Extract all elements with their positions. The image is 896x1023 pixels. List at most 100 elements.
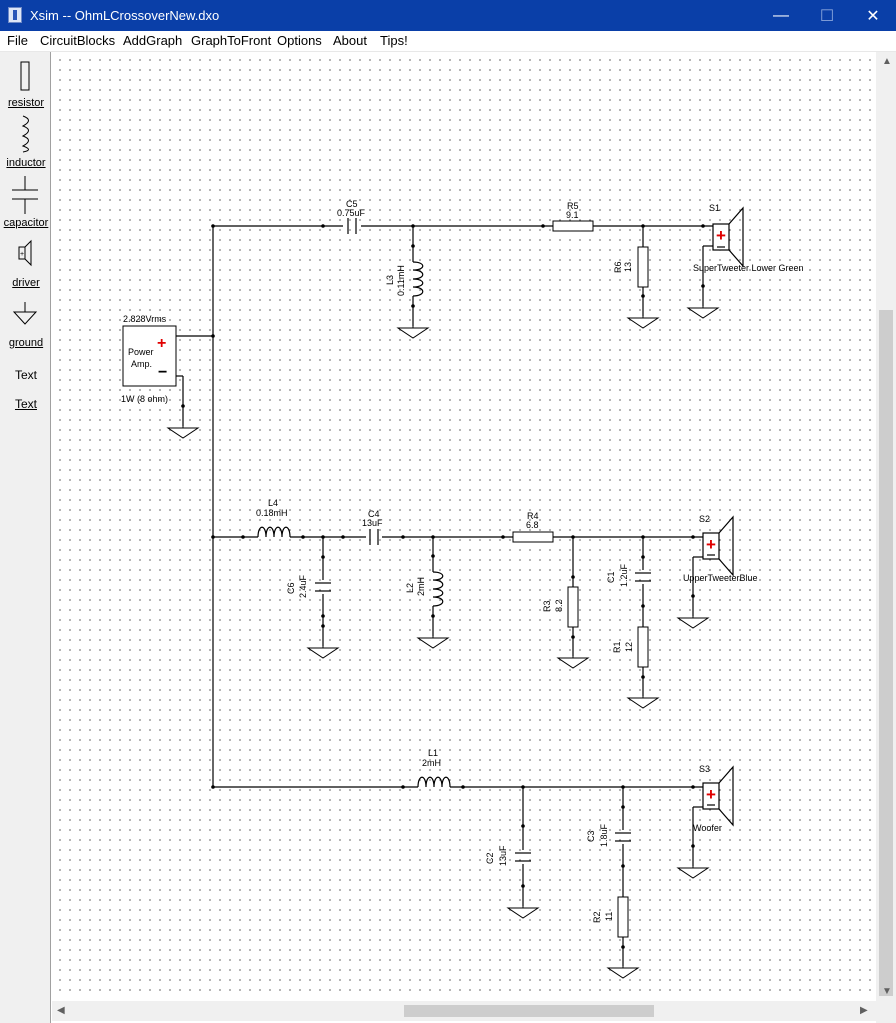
app-icon [8,7,22,23]
resistor-R2[interactable] [617,896,629,938]
label-C1-name: C1 [606,571,616,583]
scroll-left-icon[interactable]: ◀ [57,1005,65,1016]
ground-symbol [627,689,659,709]
capacitor-C6[interactable] [315,582,331,592]
component-toolbox: + resistor inductor capacitor driver gro… [0,52,51,1023]
menu-tips[interactable]: Tips! [380,33,408,48]
capacitor-C3[interactable] [615,832,631,842]
resistor-R6[interactable] [637,246,649,288]
title-bar: Xsim -- OhmLCrossoverNew.dxo — ☐ ✕ [0,0,896,31]
label-S2-name: S2 [699,514,710,524]
label-R5-value: 9.1 [566,210,579,220]
label-L4-value: 0.18mH [256,508,288,518]
tool-text-link[interactable]: Text [14,397,37,411]
label-L3-name: L3 [385,275,395,285]
capacitor-C2[interactable] [515,852,531,862]
ground-icon[interactable] [12,302,38,325]
scroll-up-icon[interactable]: ▲ [882,56,892,67]
label-R1-name: R1 [612,641,622,653]
tool-driver[interactable]: driver [12,277,40,289]
tool-ground[interactable]: ground [8,337,44,349]
driver-S2[interactable]: + [702,515,734,577]
capacitor-C4[interactable] [369,529,379,545]
menu-circuitblocks[interactable]: CircuitBlocks [40,33,116,48]
label-C2-value: 13uF [498,845,508,866]
svg-text:+: + [706,785,716,804]
tool-resistor[interactable]: resistor [7,97,45,109]
label-R5-name: R5 [567,201,579,211]
svg-text:+: + [20,251,24,258]
schematic-canvas[interactable]: 2.828Vrms Power Amp. + − 1W (8 ohm) C5 0… [52,52,875,996]
label-C6-value: 2.4uF [298,574,308,598]
scrollbar-corner [876,996,896,1023]
resistor-R4[interactable] [512,531,554,543]
label-C2-name: C2 [485,852,495,864]
tool-capacitor[interactable]: capacitor [3,217,49,229]
tool-text[interactable]: Text [14,368,37,382]
ground-symbol [677,609,709,629]
label-C5-value: 0.75uF [337,208,366,218]
label-S3-name: S3 [699,764,710,774]
label-L2-name: L2 [405,583,415,593]
driver-icon[interactable]: + [18,239,32,267]
driver-S3[interactable]: + [702,765,734,827]
vertical-scroll-thumb[interactable] [879,310,893,1002]
label-L3-value: 0.11mH [396,265,406,296]
label-R1-value: 12 [624,642,634,652]
resistor-icon[interactable] [20,61,30,91]
amp-name-1: Power [128,347,154,357]
menu-graphtofront[interactable]: GraphToFront [191,33,272,48]
wires [176,225,713,966]
label-C6-name: C6 [286,582,296,594]
amp-plus: + [157,335,166,352]
minimize-button[interactable]: — [773,6,789,24]
menu-options[interactable]: Options [277,33,322,48]
ground-symbol [687,299,719,319]
power-amp[interactable]: 2.828Vrms Power Amp. + − 1W (8 ohm) [121,314,177,404]
maximize-button[interactable]: ☐ [819,7,835,25]
resistor-R3[interactable] [567,586,579,628]
label-C4-value: 13uF [362,518,383,528]
vertical-scrollbar[interactable]: ▲ ▼ [876,52,896,1002]
label-C4-name: C4 [368,509,380,519]
capacitor-C5[interactable] [347,218,357,234]
tool-inductor[interactable]: inductor [6,157,46,169]
amp-minus: − [158,364,167,381]
menu-file[interactable]: File [7,33,28,48]
ground-symbol [167,419,199,439]
ground-symbol [417,629,449,649]
inductor-L2[interactable] [432,571,444,607]
horizontal-scroll-thumb[interactable] [404,1005,654,1017]
label-R4-name: R4 [527,511,539,521]
amp-voltage: 2.828Vrms [123,314,167,324]
ground-symbol [397,319,429,339]
ground-symbol [677,859,709,879]
close-button[interactable]: ✕ [866,7,880,25]
inductor-L3[interactable] [412,261,424,297]
label-R3-name: R3 [542,600,552,612]
driver-S1[interactable]: + [712,206,744,268]
menu-addgraph[interactable]: AddGraph [123,33,183,48]
ground-symbol [507,899,539,919]
resistor-R5[interactable] [552,220,594,232]
ground-symbol [607,959,639,979]
capacitor-C1[interactable] [635,572,651,582]
ground-symbol [307,639,339,659]
label-R2-name: R2 [592,911,602,923]
scroll-right-icon[interactable]: ▶ [860,1005,868,1016]
label-S2-text: UpperTweeterBlue [683,573,758,583]
label-R2-value: 11 [604,912,614,921]
resistor-R1[interactable] [637,626,649,668]
label-R6-name: R6 [613,261,623,273]
capacitor-icon[interactable] [12,176,38,214]
scroll-down-icon[interactable]: ▼ [882,986,892,997]
horizontal-scrollbar[interactable]: ◀ ▶ [52,1001,876,1021]
amp-name-2: Amp. [131,359,152,369]
inductor-L1[interactable] [417,776,451,788]
label-S1-name: S1 [709,203,720,213]
label-C5-name: C5 [346,199,358,209]
inductor-L4[interactable] [257,526,291,538]
inductor-icon[interactable] [21,115,29,153]
label-R4-value: 6.8 [526,520,539,530]
menu-about[interactable]: About [333,33,367,48]
